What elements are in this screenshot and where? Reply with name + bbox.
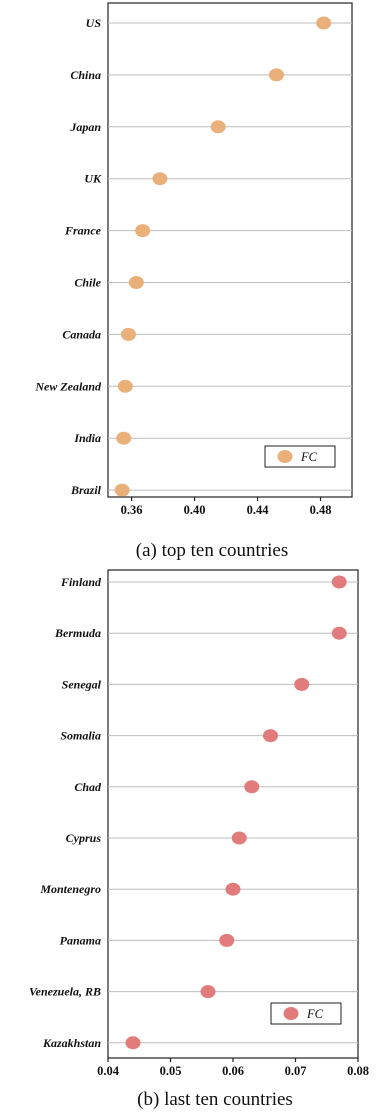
category-label: Bermuda	[54, 626, 101, 640]
data-point	[117, 379, 133, 393]
x-tick-label: 0.40	[184, 503, 206, 517]
data-point	[135, 224, 151, 238]
chart-last-ten: FinlandBermudaSenegalSomaliaChadCyprusMo…	[29, 569, 369, 1110]
category-label: India	[73, 431, 101, 445]
data-point	[268, 68, 284, 82]
category-label: Chad	[74, 780, 102, 794]
data-point	[200, 985, 216, 999]
legend-label: FC	[300, 450, 318, 464]
category-label: US	[86, 16, 102, 30]
x-tick-label: 0.05	[160, 1064, 182, 1078]
x-tick-label: 0.44	[247, 503, 270, 517]
category-label: France	[64, 224, 102, 238]
x-tick-label: 0.08	[347, 1064, 369, 1078]
x-tick-label: 0.36	[121, 503, 143, 517]
data-point	[116, 431, 132, 445]
category-label: Venezuela, RB	[29, 985, 101, 999]
category-label: Cyprus	[66, 831, 102, 845]
data-point	[152, 172, 168, 186]
data-point	[331, 575, 347, 589]
data-point	[210, 120, 226, 134]
legend-box	[264, 445, 336, 468]
category-label: UK	[84, 172, 102, 186]
data-point	[294, 677, 310, 691]
plot-frame	[107, 569, 359, 1059]
data-point	[225, 882, 241, 896]
data-point	[125, 1036, 141, 1050]
data-point	[120, 327, 136, 341]
category-label: Brazil	[70, 483, 102, 497]
x-tick-label: 0.07	[285, 1064, 307, 1078]
category-label: Montenegro	[39, 882, 101, 896]
data-point	[114, 483, 130, 497]
category-label: Canada	[62, 327, 101, 341]
data-point	[316, 16, 332, 30]
data-point	[219, 933, 235, 947]
data-point	[331, 626, 347, 640]
plot-frame	[107, 2, 353, 498]
legend-marker	[277, 450, 293, 463]
category-label: Japan	[69, 120, 101, 134]
data-point	[231, 831, 247, 845]
category-label: China	[70, 68, 101, 82]
category-label: Panama	[60, 933, 101, 947]
chart-caption: (a) top ten countries	[136, 540, 288, 561]
legend-label: FC	[306, 1007, 324, 1021]
x-tick-label: 0.04	[97, 1064, 120, 1078]
legend-marker	[283, 1007, 299, 1020]
category-label: New Zealand	[34, 379, 102, 393]
category-label: Chile	[74, 276, 101, 290]
data-point	[128, 276, 144, 289]
category-label: Kazakhstan	[42, 1036, 101, 1050]
chart-caption: (b) last ten countries	[137, 1089, 293, 1110]
data-point	[244, 780, 260, 794]
category-label: Finland	[60, 575, 102, 589]
category-label: Somalia	[60, 729, 101, 743]
legend-box	[270, 1002, 342, 1025]
x-tick-label: 0.06	[222, 1064, 244, 1078]
x-tick-label: 0.48	[310, 503, 332, 517]
data-point	[263, 729, 278, 743]
category-label: Senegal	[62, 677, 102, 691]
